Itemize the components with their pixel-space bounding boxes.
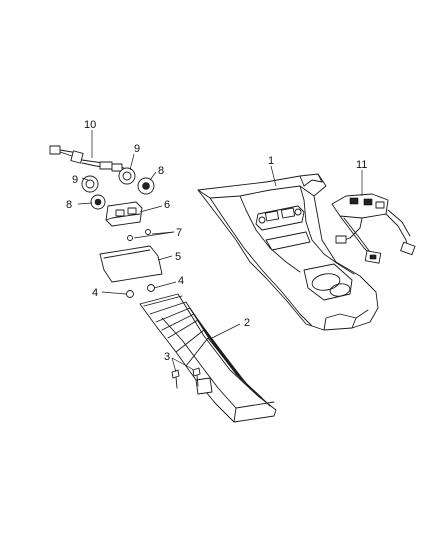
callout-5: 5	[175, 251, 181, 263]
amplifier-heatsink	[139, 293, 277, 423]
callout-6: 6	[164, 199, 170, 211]
callout-10: 10	[84, 119, 96, 131]
callout-8-left: 8	[66, 199, 72, 211]
callout-7: 7	[176, 227, 182, 239]
callout-9-left: 9	[72, 174, 78, 186]
callout-9-right: 9	[134, 143, 140, 155]
callout-4-left: 4	[92, 287, 98, 299]
callout-2: 2	[244, 317, 250, 329]
callout-labels: 1 2 3 4 4 5 6 7 8 8 9 9 10 11	[66, 119, 367, 363]
nut-right	[147, 284, 155, 292]
switch-9-left	[81, 175, 99, 193]
retainer-clips	[127, 229, 151, 241]
access-cover	[99, 245, 163, 283]
switch-bracket	[105, 201, 143, 227]
callout-1: 1	[268, 155, 274, 167]
screws	[171, 367, 201, 389]
upper-wiring-harness	[49, 145, 125, 172]
leader-lines	[77, 130, 363, 373]
callout-4-right: 4	[178, 275, 184, 287]
console-wiring-harness	[331, 193, 416, 264]
callout-3: 3	[164, 351, 170, 363]
callout-11: 11	[356, 159, 367, 171]
switch-9-right	[118, 167, 136, 185]
port-8-right	[137, 177, 155, 195]
center-console-housing	[197, 173, 379, 331]
port-8-left	[90, 194, 106, 210]
callout-8-right: 8	[158, 165, 164, 177]
nut-left	[126, 290, 134, 298]
